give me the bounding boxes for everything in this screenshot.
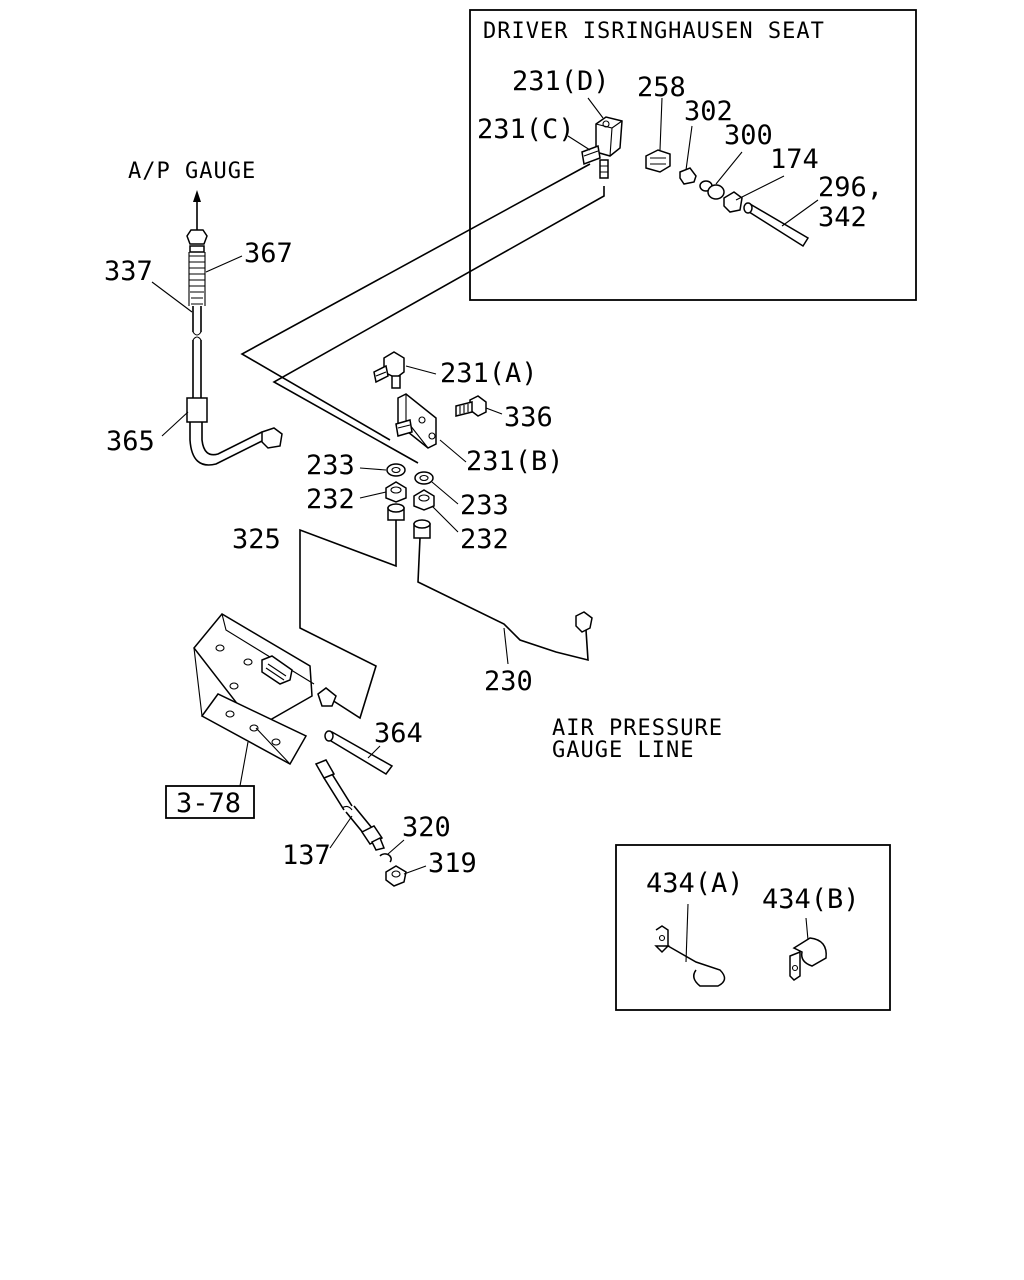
label-ref-3-78: 3-78: [176, 788, 241, 819]
label-231d: 231(D): [512, 66, 610, 97]
label-302: 302: [684, 96, 733, 127]
label-174: 174: [770, 144, 819, 175]
fitting-230-end: [575, 611, 593, 633]
hose-137: [314, 759, 386, 851]
label-232-right: 232: [460, 524, 509, 555]
seat-inset-box: [469, 9, 917, 301]
label-230: 230: [484, 666, 533, 697]
clip-434a: [654, 925, 726, 987]
label-367: 367: [244, 238, 293, 269]
sleeve-302: [679, 167, 697, 185]
label-342: 342: [818, 202, 867, 233]
air-pressure-caption-line2: GAUGE LINE: [552, 738, 694, 763]
nut-319: [385, 865, 407, 887]
label-258: 258: [637, 72, 686, 103]
label-296: 296,: [818, 172, 883, 203]
elbow-fitting-231a: [373, 351, 405, 389]
clip-434b: [789, 937, 827, 981]
seat-box-title: DRIVER ISRINGHAUSEN SEAT: [483, 19, 825, 44]
label-233-left: 233: [306, 450, 355, 481]
mounting-bracket: [193, 613, 315, 766]
tube-364: [324, 730, 394, 775]
bolt-336: [455, 395, 487, 417]
nut-174: [723, 191, 743, 213]
label-365: 365: [106, 426, 155, 457]
ferrule-left: [387, 503, 405, 521]
reference-box-3-78: [165, 785, 255, 819]
label-434b: 434(B): [762, 884, 860, 915]
arrow-up-icon: [193, 190, 201, 232]
ap-gauge-caption: A/P GAUGE: [128, 159, 256, 184]
nut-232-right: [413, 489, 435, 511]
label-336: 336: [504, 402, 553, 433]
label-231a: 231(A): [440, 358, 538, 389]
label-233-right: 233: [460, 490, 509, 521]
label-319: 319: [428, 848, 477, 879]
label-231b: 231(B): [466, 446, 564, 477]
tee-fitting-231d: [581, 116, 623, 179]
clip-inset-box: [615, 844, 891, 1011]
nut-258: [645, 149, 671, 173]
ferrule-right: [413, 519, 431, 539]
washer-233-left: [386, 463, 406, 477]
washer-233-right: [414, 471, 434, 485]
label-320: 320: [402, 812, 451, 843]
label-337: 337: [104, 256, 153, 287]
nut-232-left: [385, 481, 407, 503]
pipe-line-230: [417, 537, 589, 662]
label-137: 137: [282, 840, 331, 871]
snap-ring-320: [379, 853, 392, 863]
pipe-line-325: [299, 520, 397, 720]
tube-296-342: [743, 202, 810, 248]
ferrule-300: [699, 180, 725, 200]
label-300: 300: [724, 120, 773, 151]
label-232-left: 232: [306, 484, 355, 515]
label-231c: 231(C): [477, 114, 575, 145]
label-325: 325: [232, 524, 281, 555]
bulkhead-fitting: [261, 655, 337, 707]
label-434a: 434(A): [646, 868, 744, 899]
hose-337-367: [186, 229, 283, 466]
label-364: 364: [374, 718, 423, 749]
bracket-fitting-231b: [395, 393, 437, 449]
air-pressure-caption-line1: AIR PRESSURE: [552, 716, 723, 741]
